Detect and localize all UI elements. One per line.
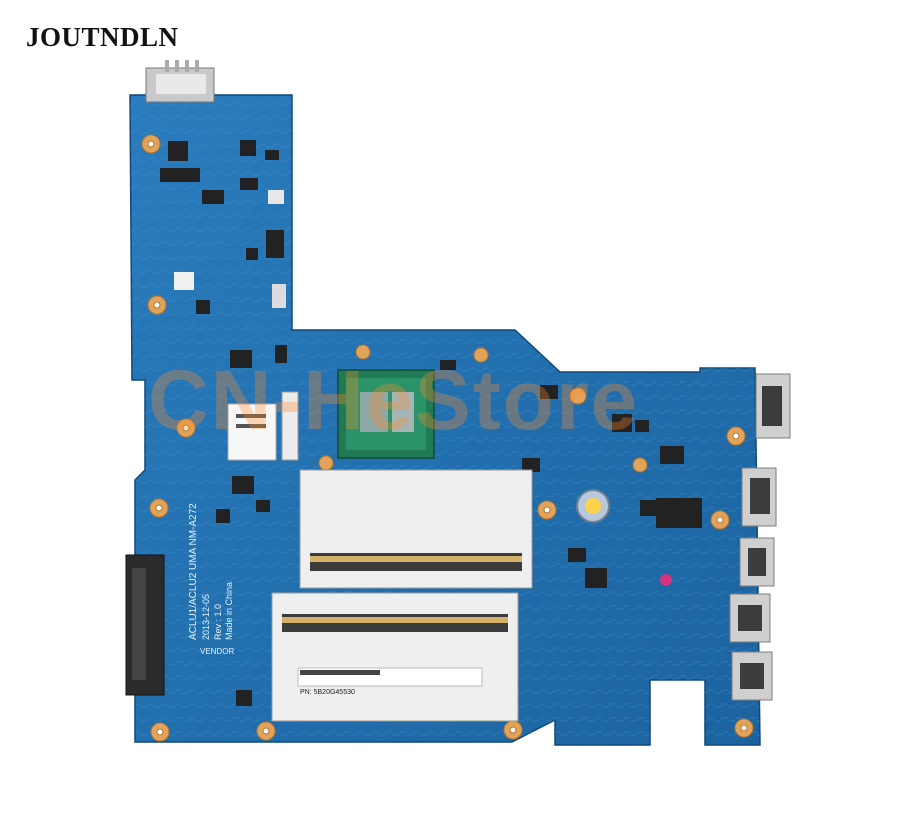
ic-chips — [160, 140, 702, 706]
brand-logo-text: JOUTNDLN — [26, 22, 179, 52]
wlan-slot — [227, 391, 299, 461]
fpc-connector — [272, 284, 286, 308]
board-rev-text: Rev : 1.0 — [213, 604, 223, 640]
cpu-chip — [337, 369, 435, 459]
ram-slots — [271, 469, 533, 722]
battery-connector — [145, 60, 215, 103]
mounting-holes — [141, 134, 754, 742]
white-sticker-small — [174, 272, 194, 290]
vendor-label: VENDOR — [200, 647, 234, 656]
capacitor — [576, 489, 610, 523]
board-origin-text: Made in China — [224, 582, 234, 640]
red-capacitor — [660, 574, 672, 586]
board-model-text: ACLU1/ACLU2 UMA NM-A272 — [188, 503, 199, 640]
sata-connector — [125, 554, 165, 696]
board-date-text: 2013-12-05 — [201, 594, 211, 640]
part-number-label: PN: 5B20G45530 — [300, 689, 355, 696]
